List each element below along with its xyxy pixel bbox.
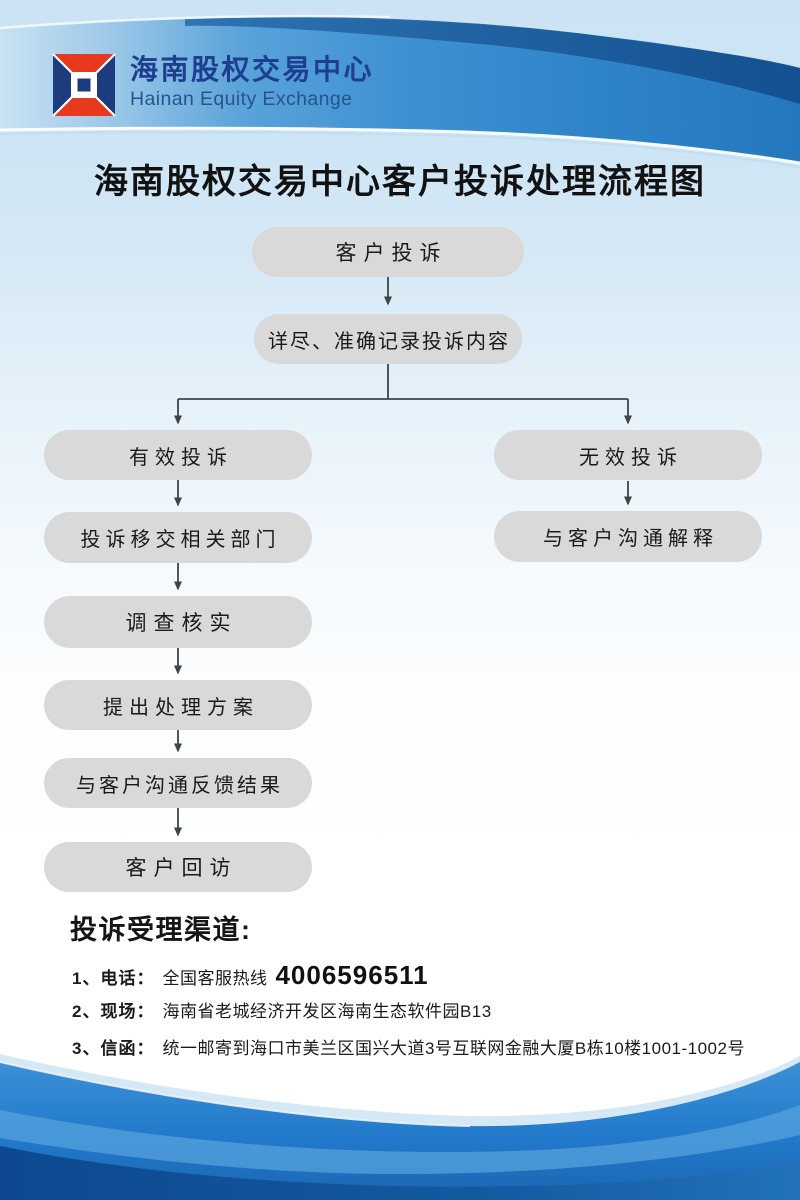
channel-number: 2、 [72,1002,101,1021]
flow-node-record-content: 详尽、准确记录投诉内容 [254,314,522,364]
flow-node-invalid-complaint: 无效投诉 [494,430,762,480]
channel-text: 海南省老城经济开发区海南生态软件园B13 [162,1002,492,1021]
channel-item-mail: 3、 信函： 统一邮寄到海口市美兰区国兴大道3号互联网金融大厦B栋10楼1001… [72,1037,745,1061]
flow-node-propose-solution: 提出处理方案 [44,680,312,730]
flow-node-transfer-department: 投诉移交相关部门 [44,512,312,563]
flow-node-valid-complaint: 有效投诉 [44,430,312,480]
logo-mark-icon [52,53,116,117]
channel-number: 1、 [72,969,101,988]
channel-text: 全国客服热线 [162,969,268,988]
brand-name-zh: 海南股权交易中心 [130,53,375,85]
brand-text: 海南股权交易中心 Hainan Equity Exchange [130,54,374,111]
channel-label: 信函： [100,1039,155,1058]
channel-number: 3、 [72,1039,101,1058]
flow-node-communicate-explain: 与客户沟通解释 [494,511,762,562]
channels-heading: 投诉受理渠道: [70,915,252,945]
channel-label: 现场： [100,1002,155,1021]
flow-node-investigate-verify: 调查核实 [44,596,312,648]
flow-node-feedback-result: 与客户沟通反馈结果 [44,758,312,808]
channel-item-onsite: 2、 现场： 海南省老城经济开发区海南生态软件园B13 [72,1000,492,1024]
logo: 海南股权交易中心 Hainan Equity Exchange [52,47,374,117]
header-wave-decoration [0,14,800,168]
footer-wave-decoration [0,1054,800,1200]
hotline-number: 4006596511 [275,960,429,990]
page-title: 海南股权交易中心客户投诉处理流程图 [94,164,706,201]
flow-node-customer-revisit: 客户回访 [44,842,312,892]
channel-item-phone: 1、 电话： 全国客服热线 4006596511 [72,960,429,991]
flow-node-customer-complaint: 客户投诉 [252,227,524,277]
channel-text: 统一邮寄到海口市美兰区国兴大道3号互联网金融大厦B栋10楼1001-1002号 [162,1039,745,1058]
channel-label: 电话： [100,969,155,988]
brand-name-en: Hainan Equity Exchange [130,87,353,110]
